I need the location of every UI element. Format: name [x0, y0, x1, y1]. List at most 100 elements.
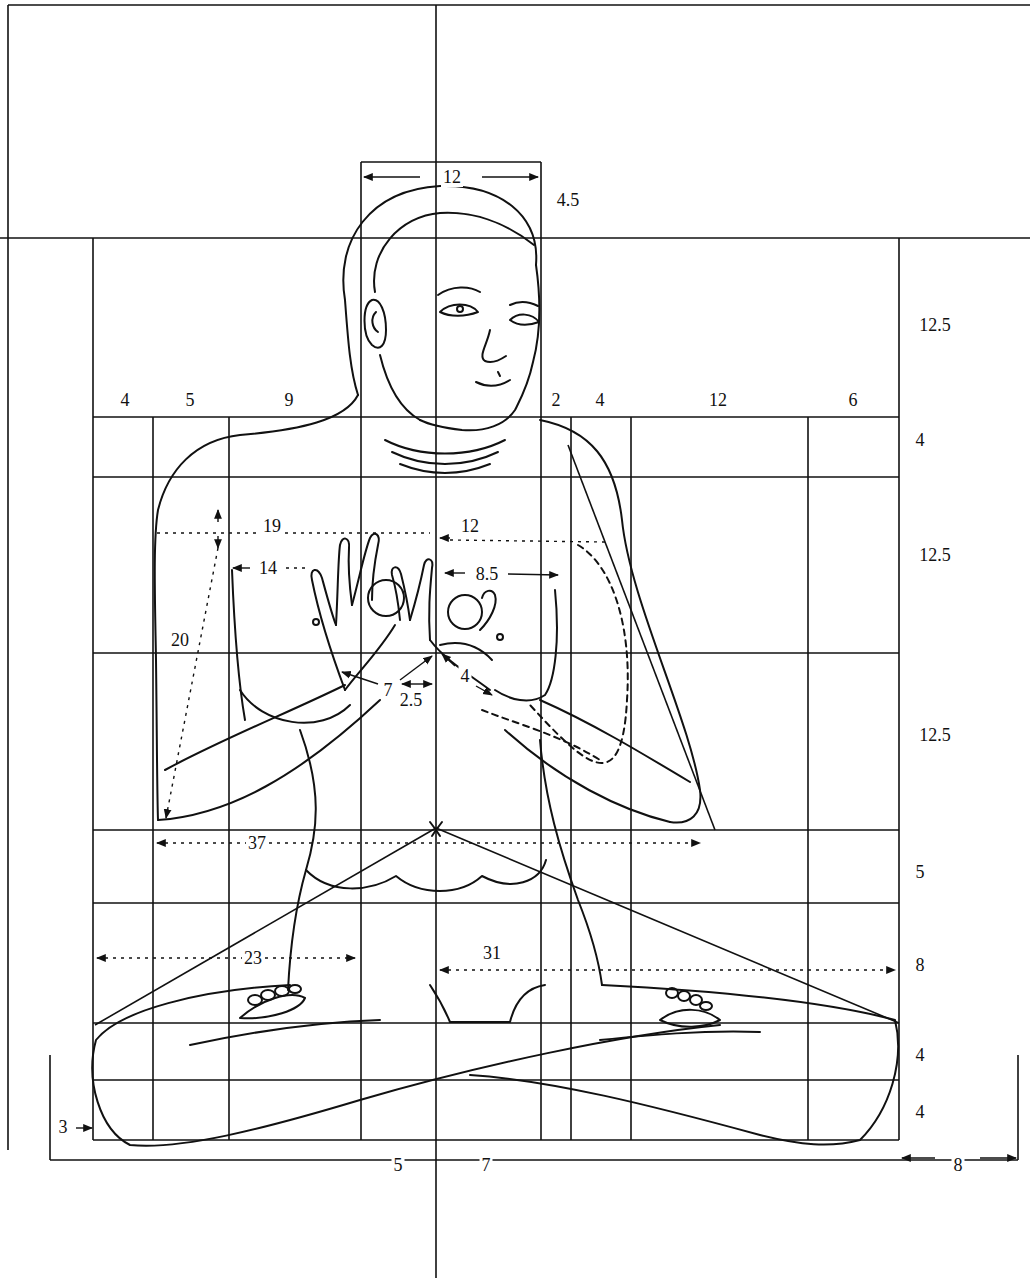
figure-outline-part: [313, 619, 319, 625]
dimension-lines-part: [482, 176, 538, 177]
figure-outline-part: [497, 634, 503, 640]
figure-outline-part: [476, 380, 510, 386]
grid-part: [50, 1159, 1018, 1161]
grid-part: [93, 476, 899, 478]
dimension-lines-part: [76, 1127, 92, 1128]
dimension-lines-part: [217, 536, 218, 548]
figure-outline-part: [392, 452, 498, 464]
dimension-lines-part: [902, 1157, 935, 1158]
figure-outline-part: [440, 643, 492, 660]
grid-part: [152, 417, 154, 1140]
figure-outline-part: [700, 1002, 712, 1010]
figure-outline-part: [374, 213, 534, 292]
figure-outline-part: [440, 305, 478, 316]
grid-part: [93, 652, 899, 654]
dimension-lines-part: [233, 567, 250, 568]
dimension-number: 12.5: [917, 315, 953, 335]
dimension-number: 4: [119, 390, 132, 410]
figure-outline-part: [155, 395, 358, 820]
dimension-lines-part: [980, 1157, 1016, 1158]
grid-part: [568, 445, 715, 830]
grid-part: [0, 237, 1030, 239]
grid-part: [93, 1079, 899, 1081]
grid-part: [360, 162, 362, 1140]
grid-part: [49, 1055, 51, 1160]
figure-outline-part: [232, 570, 245, 720]
figure-outline-part: [430, 640, 490, 690]
grid-part: [1017, 1055, 1019, 1160]
figure-outline-part: [530, 545, 628, 763]
dimension-number: 2.5: [398, 690, 425, 710]
dimension-number: 12: [707, 390, 729, 410]
dimension-number: 4: [914, 1045, 927, 1065]
grid-part: [436, 828, 899, 1023]
dimension-lines-part: [364, 176, 420, 177]
figure-outline: [92, 186, 898, 1146]
dimension-number: 12.5: [917, 725, 953, 745]
dimension-lines-part: [97, 957, 355, 958]
grid-part: [95, 828, 436, 1025]
figure-outline-part: [352, 534, 379, 605]
dimension-lines-part: [342, 672, 378, 684]
grid-part: [898, 238, 900, 1140]
dimension-number: 8.5: [474, 564, 501, 584]
figure-outline-part: [430, 985, 545, 1022]
grid: [0, 5, 1030, 1278]
dimension-lines-part: [402, 683, 432, 684]
dimension-number: 5: [914, 862, 927, 882]
grid-part: [807, 417, 809, 1140]
dimension-number: 4: [914, 430, 927, 450]
grid-part: [93, 829, 899, 831]
dimension-number: 37: [246, 833, 268, 853]
figure-outline-part: [498, 372, 500, 376]
dimension-number: 7: [382, 680, 395, 700]
figure-outline-part: [288, 730, 316, 990]
dimension-number: 5: [184, 390, 197, 410]
grid-part: [540, 162, 542, 1140]
figure-outline-part: [505, 730, 670, 822]
figure-outline-part: [248, 995, 262, 1005]
dimension-number: 12: [441, 167, 463, 187]
dimension-lines-part: [440, 969, 895, 970]
dimension-number: 7: [480, 1155, 493, 1175]
figure-outline-part: [365, 300, 387, 348]
dimension-lines-part: [217, 510, 218, 522]
figure-outline-part: [480, 591, 496, 630]
dimension-lines-part: [445, 572, 465, 573]
dimension-number: 12.5: [917, 545, 953, 565]
figure-outline-part: [240, 690, 350, 723]
figure-outline-part: [470, 985, 898, 1145]
grid-part: [7, 5, 9, 1150]
dimension-lines-part: [157, 532, 430, 533]
dimension-number: 3: [57, 1117, 70, 1137]
dimension-number: 8: [914, 955, 927, 975]
grid-part: [93, 416, 899, 418]
figure-outline-part: [392, 567, 410, 620]
dimension-number: 19: [261, 516, 283, 536]
figure-outline-part: [410, 559, 432, 640]
dimension-number: 4.5: [555, 190, 582, 210]
dimension-number: 12: [459, 516, 481, 536]
dimension-lines-part: [440, 537, 450, 538]
dimension-number: 5: [392, 1155, 405, 1175]
grid-part: [630, 417, 632, 1140]
dimension-lines-part: [286, 567, 305, 568]
figure-outline-part: [448, 595, 482, 629]
figure-outline-part: [336, 539, 352, 625]
dimension-lines-part: [476, 686, 492, 695]
figure-outline-part: [343, 186, 536, 395]
dimension-lines-part: [450, 540, 605, 542]
dimension-number: 31: [481, 943, 503, 963]
dimension-lines-part: [157, 842, 700, 843]
dimension-number: 2: [550, 390, 563, 410]
dimension-number: 14: [257, 558, 279, 578]
figure-outline-part: [660, 1010, 720, 1027]
figure-outline-part: [540, 700, 690, 782]
dimension-number: 9: [283, 390, 296, 410]
dimension-lines: [76, 177, 1016, 1158]
grid-part: [8, 4, 1030, 6]
dimension-lines-part: [442, 654, 455, 666]
figure-outline-part: [678, 991, 690, 1001]
dimension-lines-part: [508, 574, 558, 575]
